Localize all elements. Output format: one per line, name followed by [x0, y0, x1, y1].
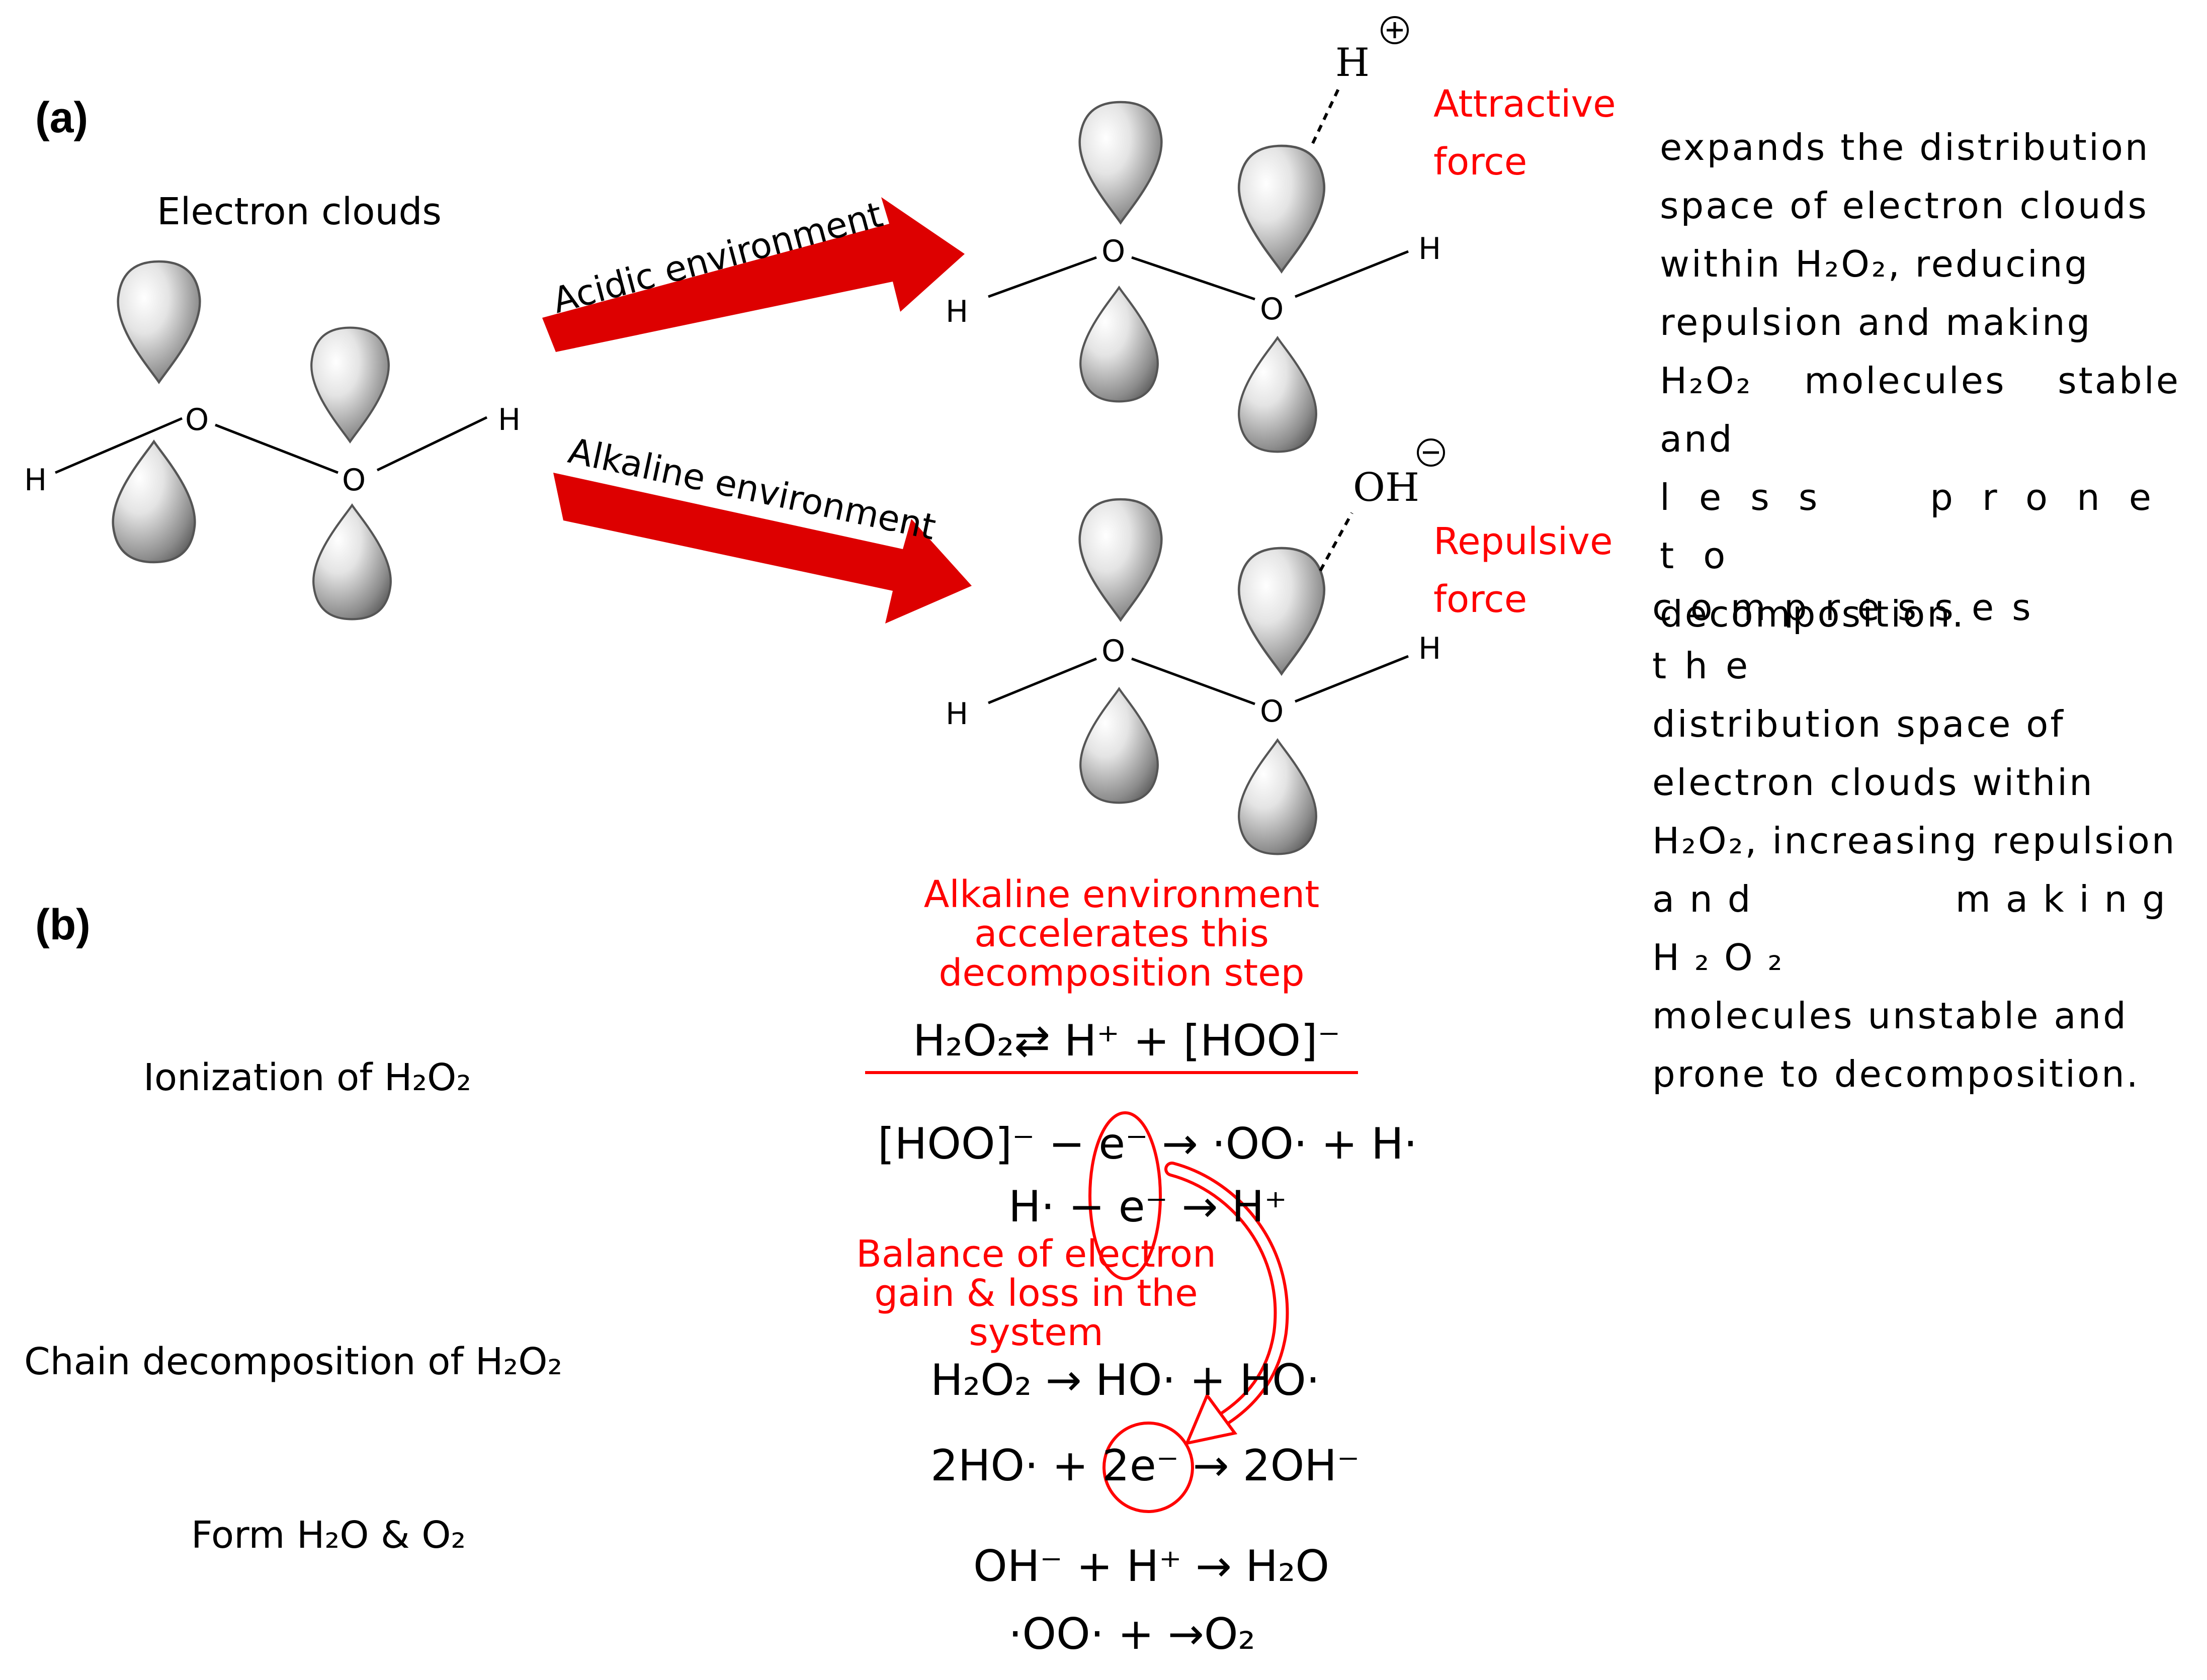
- alkaline-arrow: [553, 473, 972, 624]
- atom-h: H: [498, 402, 521, 437]
- repulsive-force-label: Repulsive force: [1433, 513, 1613, 629]
- electron-cloud-lobe: [1239, 338, 1316, 452]
- equation-ionization: H₂O₂⇄ H⁺ + [HOO]⁻: [913, 1016, 1341, 1066]
- stage-form-products: Form H₂O & O₂: [191, 1514, 466, 1557]
- atom-h: H: [1418, 631, 1441, 666]
- acidic-explanation: expands the distribution space of electr…: [1660, 118, 2180, 643]
- alkaline-explanation: compresses the distribution space of ele…: [1652, 578, 2180, 1103]
- alkaline-text-line: H₂O₂, increasing repulsion: [1652, 820, 2177, 862]
- equation-water-formation: OH⁻ + H⁺ → H₂O: [973, 1541, 1330, 1591]
- equation-hoo-oxidation: [HOO]⁻ − e⁻ → ·OO· + H·: [878, 1119, 1418, 1169]
- acidic-text-line: space of electron clouds: [1660, 185, 2149, 227]
- atom-o: O: [1101, 634, 1126, 669]
- electron-cloud-lobe: [118, 261, 200, 382]
- equation-oxygen-formation: ·OO· + →O₂: [1008, 1609, 1256, 1659]
- annotation-line: system: [969, 1311, 1104, 1354]
- electron-cloud-lobe: [1239, 548, 1324, 674]
- repulsive-line-1: Repulsive: [1433, 520, 1613, 563]
- alkaline-text-line: distribution space of: [1652, 703, 2065, 745]
- acidic-text-line: decomposition.: [1660, 593, 1966, 635]
- electron-cloud-lobe: [1239, 146, 1324, 272]
- electron-cloud-lobe: [1239, 740, 1316, 854]
- plus-charge-icon: [1381, 16, 1409, 44]
- minus-charge-icon: [1417, 438, 1445, 467]
- molecule-h2o2-acidic: [988, 16, 1409, 452]
- stage-ionization: Ionization of H₂O₂: [143, 1056, 472, 1099]
- attraction-dashed-line: [1311, 87, 1340, 144]
- molecule-h2o2-neutral: [55, 261, 488, 620]
- repulsion-dashed-line: [1319, 512, 1353, 572]
- panel-b-label: (b): [35, 901, 91, 949]
- alkaline-text-line: compresses the: [1652, 586, 2049, 687]
- equation-ho-reduction: 2HO· + 2e⁻ → 2OH⁻: [930, 1441, 1360, 1491]
- alkaline-text-line: prone to decomposition.: [1652, 1053, 2140, 1095]
- atom-o: O: [185, 402, 209, 437]
- acidic-text-line: repulsion and making: [1660, 301, 2092, 343]
- attractive-line-1: Attractive: [1433, 82, 1616, 126]
- equation-h-oxidation: H· − e⁻ → H⁺: [1008, 1182, 1287, 1232]
- alkaline-accelerates-annotation: Alkaline environment accelerates this de…: [900, 875, 1343, 993]
- stage-chain-decomposition: Chain decomposition of H₂O₂: [24, 1340, 563, 1383]
- electron-cloud-lobe: [311, 328, 389, 442]
- acidic-text-line: less prone to: [1660, 476, 2180, 577]
- atom-h: H: [24, 463, 47, 498]
- electron-cloud-lobe: [1080, 102, 1162, 223]
- acidic-text-line: H₂O₂ molecules stable and: [1660, 360, 2180, 460]
- molecule-h2o2-alkaline: [988, 438, 1445, 854]
- electron-circle-bottom: [1102, 1422, 1194, 1513]
- acidic-text-line: within H₂O₂, reducing: [1660, 243, 2090, 285]
- electron-balance-annotation: Balance of electron gain & loss in the s…: [835, 1234, 1237, 1352]
- attractive-line-2: force: [1433, 140, 1527, 184]
- electron-circle-top: [1088, 1111, 1162, 1280]
- attractive-force-label: Attractive force: [1433, 75, 1616, 191]
- electron-cloud-lobe: [1080, 499, 1162, 620]
- atom-h: H: [1418, 231, 1441, 267]
- electron-cloud-lobe: [113, 441, 195, 562]
- atom-h: H: [946, 696, 969, 732]
- equation-h2o2-split: H₂O₂ → HO· + HO·: [930, 1355, 1320, 1405]
- atom-o: O: [1260, 292, 1284, 327]
- acidic-text-line: expands the distribution: [1660, 126, 2150, 168]
- electron-cloud-lobe: [1080, 288, 1158, 402]
- annotation-line: gain & loss in the: [874, 1272, 1198, 1315]
- electron-cloud-lobe: [1080, 689, 1158, 803]
- repulsive-line-2: force: [1433, 578, 1527, 621]
- annotation-line: Balance of electron: [856, 1232, 1216, 1276]
- annotation-line: Alkaline environment: [923, 873, 1320, 916]
- panel-a-label: (a): [35, 94, 89, 142]
- annotation-line: decomposition step: [939, 951, 1305, 995]
- alkaline-text-line: electron clouds within: [1652, 761, 2094, 804]
- electron-clouds-label: Electron clouds: [157, 190, 442, 233]
- proton-label: H: [1335, 40, 1370, 85]
- alkaline-text-line: and making H₂O₂: [1652, 878, 2180, 979]
- hydroxide-label: OH: [1353, 465, 1419, 510]
- electron-cloud-lobe: [313, 505, 391, 620]
- atom-o: O: [1260, 694, 1284, 729]
- annotation-line: accelerates this: [974, 912, 1269, 955]
- acidic-arrow: [542, 197, 965, 352]
- electron-transfer-arrowhead: [1184, 1392, 1238, 1446]
- alkaline-text-line: molecules unstable and: [1652, 995, 2128, 1037]
- atom-o: O: [1101, 234, 1126, 269]
- atom-h: H: [946, 294, 969, 329]
- atom-o: O: [342, 463, 366, 498]
